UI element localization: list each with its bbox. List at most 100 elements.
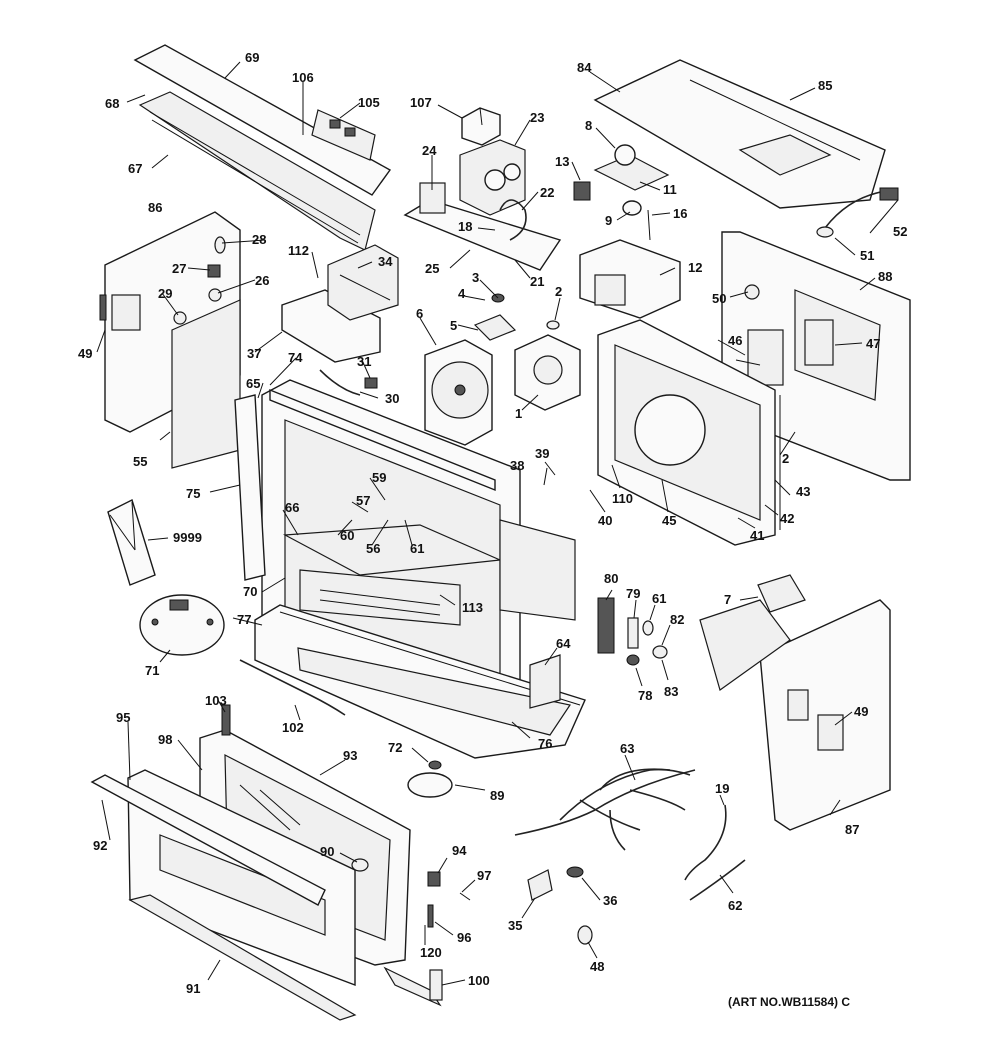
label-93: 93 [343, 748, 357, 763]
label-79: 79 [626, 586, 640, 601]
label-62: 62 [728, 898, 742, 913]
label-37: 37 [247, 346, 261, 361]
label-28: 28 [252, 232, 266, 247]
transformer-assembly [403, 139, 562, 271]
literature-envelope [107, 499, 156, 586]
magnetron [473, 293, 581, 411]
control-panel-assembly [133, 44, 392, 251]
left-side-panel [99, 211, 241, 469]
label-50: 50 [712, 291, 726, 306]
label-46: 46 [728, 333, 742, 348]
label-26: 26 [255, 273, 269, 288]
label-40: 40 [598, 513, 612, 528]
stirrer-fan [424, 339, 493, 446]
label-96: 96 [457, 930, 471, 945]
label-70: 70 [243, 584, 257, 599]
label-21: 21 [530, 274, 544, 289]
label-110: 110 [612, 491, 633, 506]
label-56: 56 [366, 541, 380, 556]
door-assembly [90, 729, 411, 1021]
label-41: 41 [750, 528, 764, 543]
control-board-bracket [281, 244, 399, 363]
cavity-front-frame [597, 319, 781, 546]
label-36: 36 [603, 893, 617, 908]
label-59: 59 [372, 470, 386, 485]
label-85: 85 [818, 78, 832, 93]
label-78: 78 [638, 688, 652, 703]
label-60: 60 [340, 528, 354, 543]
label-77: 77 [237, 612, 251, 627]
part-72-coupler [407, 760, 453, 798]
label-45: 45 [662, 513, 676, 528]
right-side-panel [699, 574, 891, 831]
art-number-note: (ART NO.WB11584) C [728, 995, 851, 1009]
label-107: 107 [410, 95, 432, 110]
label-102: 102 [282, 720, 304, 735]
label-61a: 61 [410, 541, 424, 556]
wire-harness [514, 768, 696, 851]
label-67: 67 [128, 161, 142, 176]
label-100: 100 [468, 973, 490, 988]
label-8: 8 [585, 118, 592, 133]
label-5: 5 [450, 318, 457, 333]
label-98: 98 [158, 732, 172, 747]
power-cord [816, 187, 899, 238]
label-105: 105 [358, 95, 380, 110]
leader-lines [96, 61, 899, 986]
label-31: 31 [357, 354, 371, 369]
label-27: 27 [172, 261, 186, 276]
label-3: 3 [472, 270, 479, 285]
label-65: 65 [246, 376, 260, 391]
label-49a: 49 [78, 346, 92, 361]
label-35: 35 [508, 918, 522, 933]
turntable-tray [139, 594, 225, 656]
label-19: 19 [715, 781, 729, 796]
label-74: 74 [288, 350, 303, 365]
jumper-wires [684, 804, 746, 901]
label-1: 1 [515, 406, 522, 421]
label-24: 24 [422, 143, 437, 158]
label-84: 84 [577, 60, 592, 75]
label-91: 91 [186, 981, 200, 996]
label-94: 94 [452, 843, 467, 858]
label-86: 86 [148, 200, 162, 215]
label-68: 68 [105, 96, 119, 111]
label-52: 52 [893, 224, 907, 239]
label-7: 7 [724, 592, 731, 607]
label-16: 16 [673, 206, 687, 221]
label-87: 87 [845, 822, 859, 837]
label-23: 23 [530, 110, 544, 125]
part-64-plate [529, 654, 561, 709]
motor-parts-upper [573, 144, 670, 241]
label-82: 82 [670, 612, 684, 627]
label-29: 29 [158, 286, 172, 301]
label-43: 43 [796, 484, 810, 499]
label-11: 11 [663, 182, 677, 197]
label-4: 4 [458, 286, 466, 301]
label-51: 51 [860, 248, 874, 263]
interlock-switch-parts [597, 597, 668, 666]
label-103: 103 [205, 693, 227, 708]
label-66: 66 [285, 500, 299, 515]
top-cover [593, 59, 886, 209]
label-30: 30 [385, 391, 399, 406]
label-48: 48 [590, 959, 604, 974]
label-39: 39 [535, 446, 549, 461]
label-63: 63 [620, 741, 634, 756]
label-22: 22 [540, 185, 554, 200]
label-25: 25 [425, 261, 439, 276]
label-9: 9 [605, 213, 612, 228]
left-trim-rail [234, 394, 266, 581]
label-76: 76 [538, 736, 552, 751]
hinge-rod [221, 659, 346, 736]
door-switch-parts [207, 236, 226, 302]
label-88: 88 [878, 269, 892, 284]
label-69: 69 [245, 50, 259, 65]
label-120: 120 [420, 945, 442, 960]
label-13: 13 [555, 154, 569, 169]
label-92: 92 [93, 838, 107, 853]
part-107-block [461, 107, 501, 146]
label-89: 89 [490, 788, 504, 803]
label-112: 112 [288, 243, 309, 258]
